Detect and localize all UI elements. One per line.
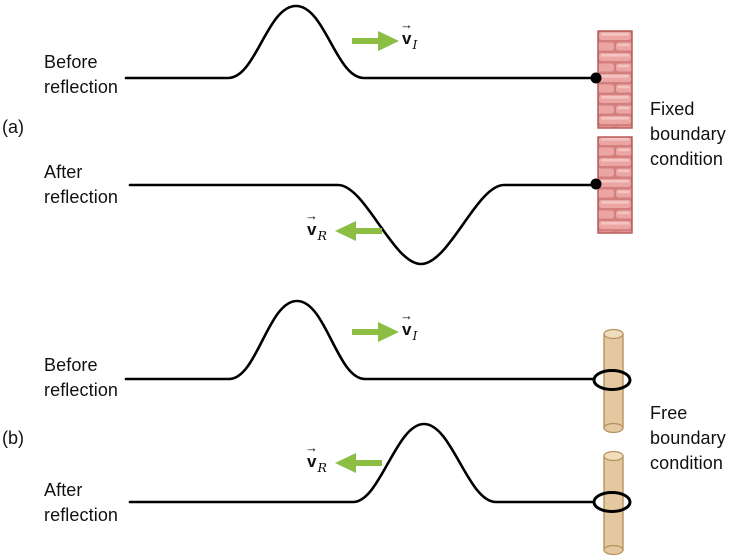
velocity-symbol: v <box>307 452 317 471</box>
reflected-velocity-label-b: →vR <box>305 440 327 475</box>
vector-arrow-icon: → <box>400 308 413 323</box>
vector-arrow-icon: → <box>305 440 318 455</box>
pole-shaft <box>603 455 624 551</box>
velocity-symbol: v <box>307 220 317 239</box>
incident-velocity-label-b: →vI <box>400 308 418 343</box>
reflected-velocity-label-a: →vR <box>305 208 327 243</box>
attachment-dot-a-before <box>590 72 602 84</box>
velocity-symbol: v <box>402 320 412 339</box>
velocity-subscript: R <box>317 228 327 243</box>
vector-arrow-icon: → <box>400 17 413 32</box>
brick-wall-icon-top <box>597 30 633 129</box>
pole-bottom-cap <box>603 422 624 434</box>
before-reflection-label-b: Before reflection <box>44 355 119 400</box>
pole-bottom-cap <box>603 544 624 556</box>
velocity-subscript: R <box>317 460 327 475</box>
fixed-boundary-label: Fixed boundary condition <box>650 99 726 169</box>
string-wave-b-after <box>128 422 596 504</box>
velocity-arrow-left-icon-a <box>335 221 382 241</box>
velocity-subscript: I <box>412 37 418 52</box>
velocity-arrow-right-icon-b <box>352 322 399 342</box>
pole-top-cap <box>603 450 624 462</box>
vector-arrow-icon: → <box>305 208 318 223</box>
velocity-arrow-right-icon-a <box>352 31 399 51</box>
ring-icon-top <box>592 369 632 391</box>
after-reflection-label-a: After reflection <box>44 162 119 207</box>
brick-wall-icon-bottom <box>597 136 633 234</box>
string-wave-a-after <box>128 183 594 266</box>
velocity-symbol: v <box>402 29 412 48</box>
after-reflection-label-b: After reflection <box>44 480 119 525</box>
velocity-subscript: I <box>412 328 418 343</box>
incident-velocity-label-a: →vI <box>400 17 418 52</box>
pole-top-cap <box>603 328 624 340</box>
panel-tag-b: (b) <box>2 428 24 448</box>
before-reflection-label-a: Before reflection <box>44 52 119 97</box>
pole-icon-bottom <box>603 450 624 556</box>
panel-tag-a: (a) <box>2 117 24 137</box>
ring-icon-bottom <box>592 491 632 513</box>
string-wave-b-before <box>124 299 596 381</box>
attachment-dot-a-after <box>590 178 602 190</box>
velocity-arrow-left-icon-b <box>335 453 382 473</box>
pole-icon-top <box>603 328 624 434</box>
pole-shaft <box>603 333 624 429</box>
string-wave-a-before <box>124 4 594 80</box>
free-boundary-label: Free boundary condition <box>650 403 726 473</box>
